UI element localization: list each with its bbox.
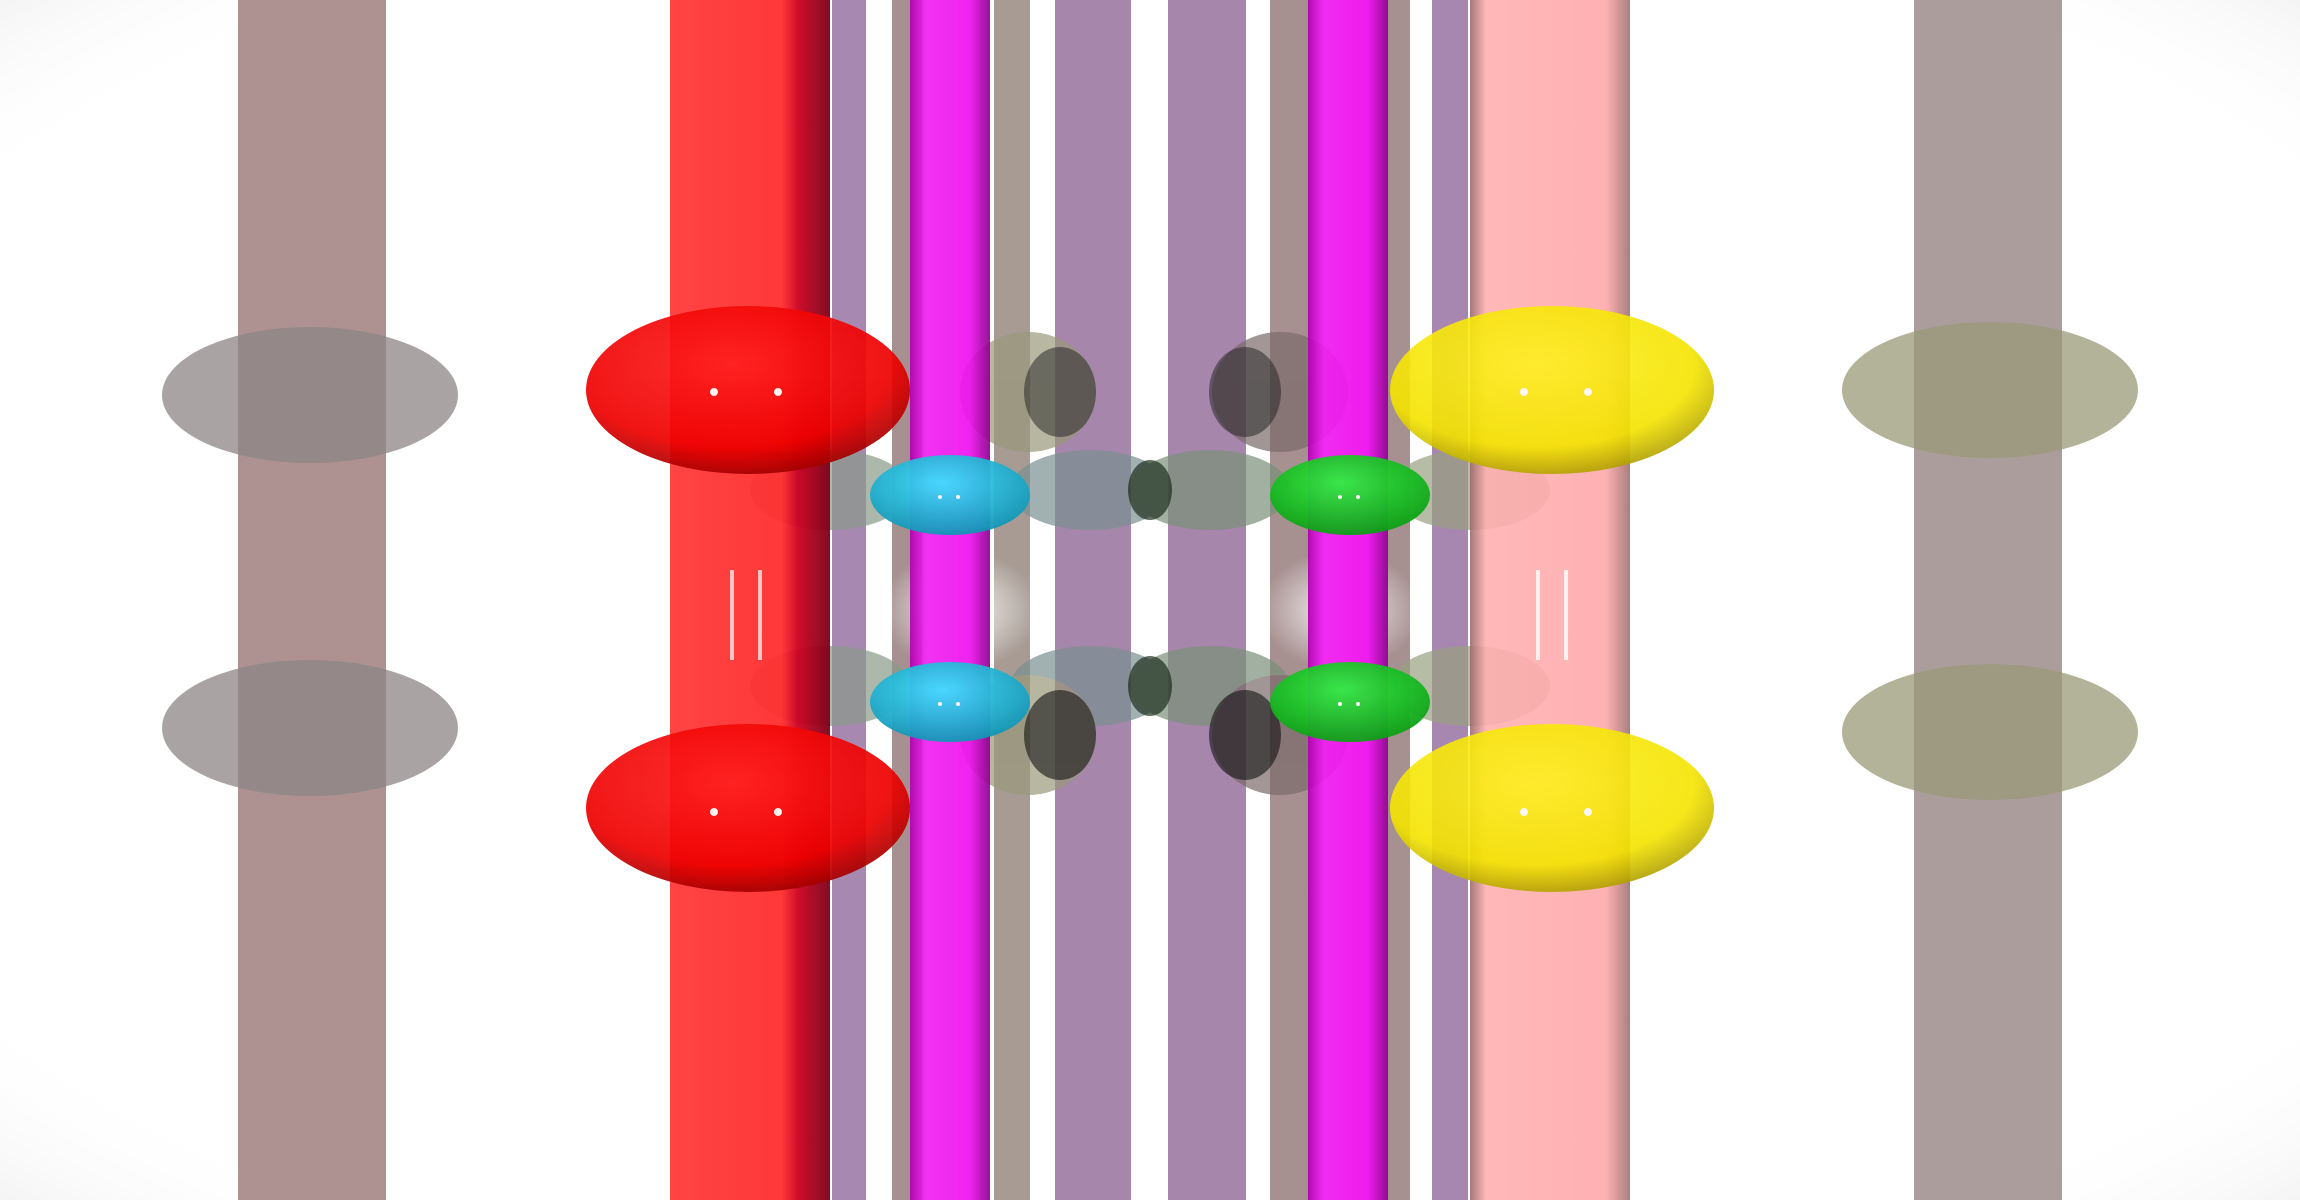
purple-rod-3 [1168,0,1246,1200]
cyan-ellipsoid-top [870,455,1030,535]
magenta-rod-right [1308,0,1388,1200]
green-ellipsoid-top [1270,455,1430,535]
red-rod [670,0,830,1200]
shadow-lobes [1024,347,1281,780]
pink-rod [1470,0,1630,1200]
yellow-ellipsoid-bottom [1390,724,1714,892]
outer-discs [162,322,2138,800]
central-rods [832,0,1468,1200]
purple-rod-2 [1055,0,1131,1200]
yellow-ellipsoids [1390,306,1714,892]
right-outer-rod [1914,0,2062,1200]
left-disc-top [162,327,458,463]
pink-rod-highlight-2 [1564,570,1568,660]
outer-rods [238,0,2062,1200]
purple-rod-4 [1432,0,1468,1200]
yellow-ellipsoid-top [1390,306,1714,474]
red-rod-highlight-1 [730,570,734,660]
red-ellipsoid-bottom [586,724,910,892]
magenta-rod-left [910,0,990,1200]
red-ellipsoid-top [586,306,910,474]
green-ellipsoids [1270,455,1430,742]
pink-rod-highlight-1 [1536,570,1540,660]
red-ellipsoids [586,306,910,892]
red-rod-highlight-2 [758,570,762,660]
cyan-ellipsoid-bottom [870,662,1030,742]
left-outer-rod [238,0,386,1200]
purple-rod-1 [832,0,866,1200]
left-disc-bottom [162,660,458,796]
right-disc-bottom [1842,664,2138,800]
cyan-ellipsoids [870,455,1030,742]
green-ellipsoid-bottom [1270,662,1430,742]
right-disc-top [1842,322,2138,458]
